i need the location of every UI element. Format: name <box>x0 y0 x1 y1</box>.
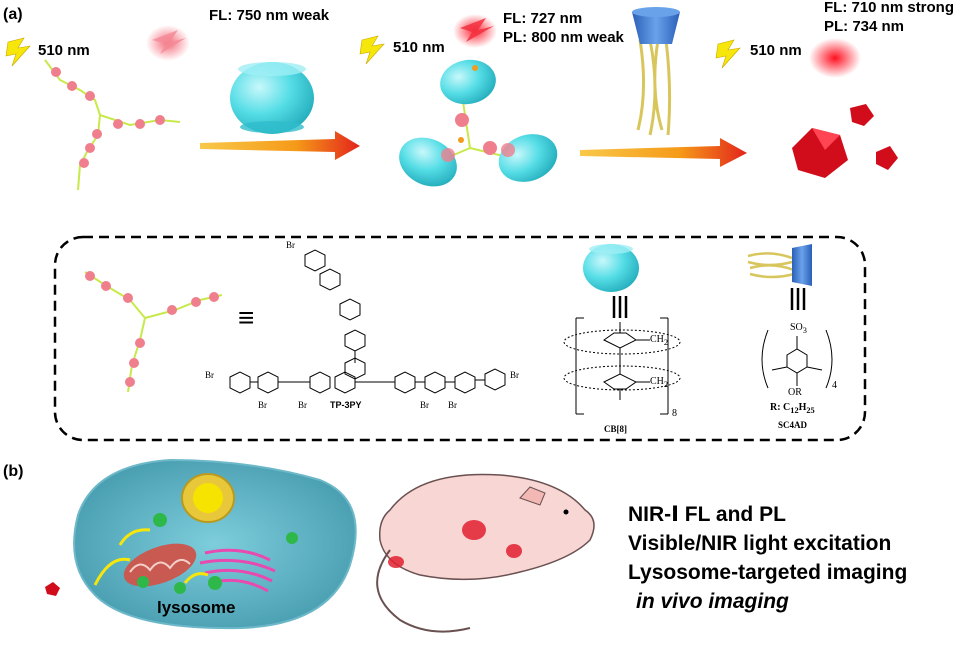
reaction-arrow-1 <box>200 131 360 160</box>
tp3py-br-right: Br <box>510 370 519 380</box>
reaction-arrow-2 <box>580 138 747 167</box>
tp3py-structure <box>229 249 506 394</box>
equivalence-symbols <box>612 288 806 318</box>
sc4ad-repeat: 4 <box>832 380 837 391</box>
mouse-illustration <box>376 473 595 633</box>
sc4ad-r-group: R: C12H25 <box>770 402 815 415</box>
stage2-fl-label: FL: 727 nm <box>503 10 583 27</box>
tp3py-pyridinium-units-1 <box>51 67 165 168</box>
feature-lysosome-targeting: Lysosome-targeted imaging <box>628 561 908 584</box>
nanoparticle-assemblies <box>792 104 898 178</box>
tp3py-br-bottom-2: Br <box>298 400 307 410</box>
equivalence-symbol-tripod: ≡ <box>238 302 255 333</box>
sc4ad-so3: SO3 <box>790 322 807 335</box>
tp3py-br-left: Br <box>205 370 214 380</box>
stage2-excitation-label: 510 nm <box>393 39 445 56</box>
tp3py-br-bottom-1: Br <box>258 400 267 410</box>
lysosome-dots <box>137 513 298 594</box>
tp3py-name: TP-3PY <box>330 400 362 410</box>
lightning-icon <box>5 35 741 69</box>
cb8-name: CB[8] <box>604 424 627 434</box>
tp3py-br-bottom-4: Br <box>448 400 457 410</box>
legend-cb8-macrocycle <box>583 244 639 292</box>
tumor-signal-1 <box>462 520 486 540</box>
nanoparticle-outside <box>45 582 60 596</box>
stage2-pl-label: PL: 800 nm weak <box>503 29 624 46</box>
cb8-ch2-top: CH2 <box>650 334 669 347</box>
cb8-structure <box>563 317 681 415</box>
uptake-arrows <box>93 528 209 586</box>
sc4ad-name: SC4AD <box>778 420 808 430</box>
stage3-pl-label: PL: 734 nm <box>824 18 905 35</box>
stage3-excitation-label: 510 nm <box>750 42 802 59</box>
sc4ad-structure <box>761 329 833 389</box>
sc4ad-or: OR <box>788 387 802 398</box>
tp3py-cb8-complex <box>399 59 558 187</box>
panel-label-b: (b) <box>3 463 24 480</box>
tumor-signal-2 <box>506 544 522 558</box>
legend-sc4ad-cartoon <box>747 244 812 286</box>
stage3-fl-label: FL: 710 nm strong <box>824 0 955 16</box>
lysosome-label: lysosome <box>157 598 236 617</box>
cb8-ch2-bottom: CH2 <box>650 376 669 389</box>
mouse-tail <box>376 549 471 633</box>
cb8-repeat: 8 <box>672 408 677 419</box>
strong-emission-glow <box>809 38 861 78</box>
stage1-emission-label: FL: 750 nm weak <box>209 7 330 24</box>
tumor-signal-3 <box>388 556 404 568</box>
feature-in-vivo: in vivo imaging <box>636 590 789 613</box>
mitochondrion <box>123 543 197 587</box>
feature-nir: NIR-Ⅰ FL and PL <box>628 503 786 526</box>
panel-label-a: (a) <box>3 6 23 23</box>
stage1-excitation-label: 510 nm <box>38 42 90 59</box>
feature-excitation: Visible/NIR light excitation <box>628 532 892 555</box>
cb8-macrocycle <box>230 62 314 134</box>
tp3py-tripod-1 <box>44 59 181 191</box>
tp3py-br-top: Br <box>286 240 295 250</box>
sc4ad-amphiphile <box>632 7 680 136</box>
tp3py-br-bottom-3: Br <box>420 400 429 410</box>
cell-illustration <box>45 458 357 630</box>
legend-dashed-box <box>53 235 867 442</box>
